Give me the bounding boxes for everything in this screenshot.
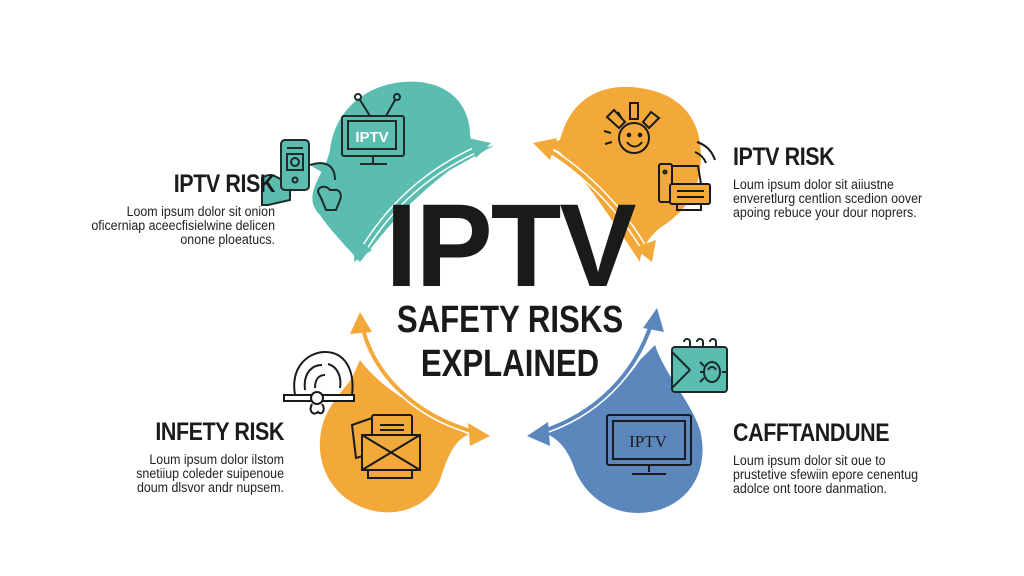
teal-arrow (354, 138, 491, 262)
risk-description: Loum ipsum dolor sit oue to prustetive s… (733, 453, 919, 496)
risk-block-top-right: IPTV RISK Loum ipsum dolor sit aiiustne … (733, 145, 943, 220)
orange-arrow-bottom (350, 312, 490, 446)
blue-arrow (527, 308, 664, 446)
title-line-1: SAFETY RISKS (396, 299, 624, 341)
risk-heading: IPTV RISK (733, 143, 835, 171)
risk-block-bottom-left: INFETY RISK Loum ipsum dolor ilstom snet… (110, 420, 284, 495)
calendar-bug-icon (671, 338, 728, 393)
orange-arrow-top (533, 138, 656, 262)
center-title: IPTV SAFETY RISKS EXPLAINED (360, 180, 660, 385)
risk-block-bottom-right: CAFFTANDUNE Loum ipsum dolor sit oue to … (733, 421, 943, 496)
risk-description: Loom ipsum dolor sit onion oficerniap ac… (91, 204, 275, 247)
risk-heading: INFETY RISK (155, 418, 284, 446)
title-line-2: EXPLAINED (420, 343, 600, 385)
wireless-printer-icon (658, 141, 716, 211)
orange-blob-top-right (540, 86, 701, 262)
touch-gesture-icon (309, 162, 342, 211)
title-main: IPTV (385, 180, 636, 312)
risk-block-top-left: IPTV RISK Loom ipsum dolor sit onion ofi… (70, 172, 275, 247)
monitor-iptv-icon: IPTV (606, 414, 692, 475)
risk-description: Loum ipsum dolor ilstom snetiiup coleder… (136, 452, 284, 495)
risk-heading: CAFFTANDUNE (733, 419, 890, 447)
svg-text:IPTV: IPTV (355, 129, 388, 146)
satellite-signal-icon (283, 350, 355, 415)
smart-tv-icon: IPTV (341, 93, 405, 165)
phone-in-hand-icon (261, 139, 310, 206)
envelope-stack-icon (350, 414, 421, 479)
risk-description: Loum ipsum dolor sit aiiustne enveretlur… (733, 177, 923, 220)
svg-text:IPTV: IPTV (629, 432, 668, 451)
smiling-sun-icon (603, 102, 661, 154)
risk-heading: IPTV RISK (173, 170, 276, 198)
